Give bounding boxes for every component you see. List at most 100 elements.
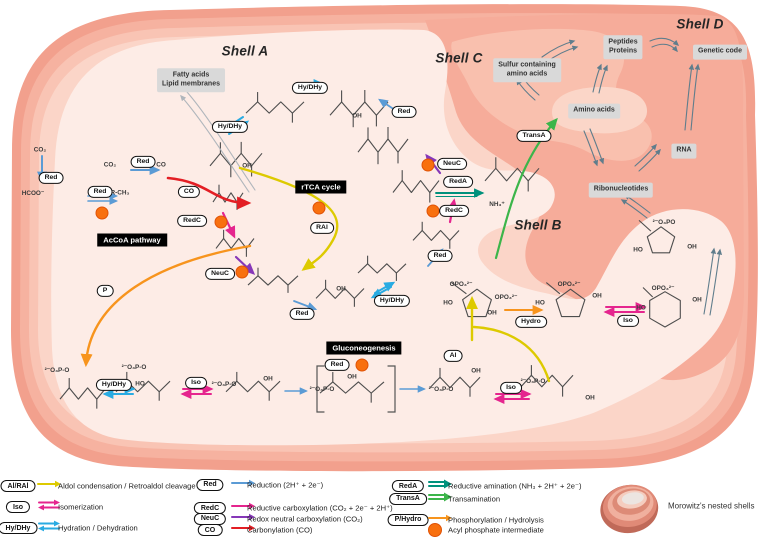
chem-label: OH [487,309,497,317]
chem-label: ²⁻O₃P-O [211,381,237,388]
chem-label: OH [592,292,602,300]
legend-text: Phosphorylation / Hydrolysis [448,515,544,524]
chem-label: OH [347,373,357,381]
reaction-pill-transa: TransA [516,129,552,143]
legend-text: Acyl phosphate intermediate [448,525,544,535]
legend-pill-p-hydro: P/Hydro [387,513,429,526]
legend-pill-co: CO [197,524,223,536]
legend-arrow-wrap [36,519,62,537]
reaction-pill-red: Red [289,307,315,321]
reaction-pill-red: Red [87,185,113,199]
chem-label: OPO₃²⁻ [449,281,473,288]
reaction-arrow [638,148,661,172]
molecule [642,287,681,328]
reaction-arrow [620,199,648,219]
legend-arrow-yellow [37,480,61,488]
chem-label: OH [242,162,252,170]
molecule [225,371,281,401]
reaction-arrow [80,244,252,368]
molecule [451,282,492,318]
reaction-arrow [186,91,256,191]
acyl-phosphate-dot [421,158,435,172]
reaction-pill-reda: RedA [443,175,473,189]
reaction-pill-neuc: NeuC [205,267,235,281]
legend-arrow-magenta [38,499,60,511]
legend-arrow-wrap [36,498,62,516]
shell-b-label: Shell B [514,217,562,233]
legend-arrow-wrap [230,499,256,517]
molecule [212,184,244,210]
legend-arrow-red [231,524,255,532]
reaction-pill-al: Al [443,349,463,363]
reaction-arrow [166,176,252,210]
reaction-pill-p: P [96,284,114,298]
reaction-pill-iso: Iso [617,314,639,328]
chem-label: R-CH₃ [110,189,130,197]
legend-arrow-wrap [230,476,256,494]
reaction-pill-iso: Iso [500,381,522,395]
reaction-arrow [316,365,325,413]
gray-box-line: Amino acids [573,106,615,114]
legend-arrow-orange [428,514,452,521]
gray-box-line: amino acids [506,70,548,77]
reaction-arrow [180,94,250,193]
molecule [412,221,460,249]
shell-c-label: Shell C [435,50,483,66]
chem-label: ²⁻O₃P-O [121,364,147,371]
reaction-pill-hy-dhy: Hy/DHy [211,120,249,134]
legend-pill-red: Red [196,478,224,491]
acyl-phosphate-dot [355,358,369,372]
reaction-arrow [238,166,339,271]
legend-arrow-wrap [427,511,453,529]
reaction-arrow [634,143,657,167]
reaction-pill-co: CO [177,185,201,199]
gray-box-peptides-proteins: Peptides Proteins [603,35,643,59]
chem-label: HO [135,380,145,388]
chem-label: ²⁻O₃P-O [44,367,70,374]
reaction-pill-red: Red [391,105,417,119]
chem-label: OH [471,367,481,375]
molecule [357,127,409,165]
reaction-arrow [589,128,605,165]
reaction-arrow [234,255,256,275]
reaction-pill-redc: RedC [177,214,207,228]
molecule [319,372,385,403]
acyl-phosphate-dot [312,201,326,215]
acyl-phosphate-dot [95,206,109,220]
molecule [545,282,586,318]
chem-label: OH [692,296,702,304]
molecule [392,170,440,203]
reaction-arrow [684,63,695,131]
legend-arrow-purple [231,513,255,520]
chem-label: ²⁻O₃P-O [309,386,335,393]
reaction-pill-redc: RedC [439,204,469,218]
reaction-arrow [592,63,602,93]
gray-box-line: RNA [676,146,692,154]
shell-a-label: Shell A [221,43,269,59]
legend-arrow-teal [428,479,452,489]
molecule [245,92,305,123]
chem-label: HO [636,304,646,312]
legend-pill-iso: Iso [5,501,31,513]
gray-box-amino-acids: Amino acids [568,103,620,119]
legend-text: Hydration / Dehydration [58,523,138,533]
legend-text: Isomerization [58,502,104,512]
molecule [329,90,389,128]
molecule [520,365,574,397]
reaction-arrow [516,78,536,101]
legend-text: Reductive carboxylation (CO₂ + 2e⁻ + 2H⁺… [247,503,393,513]
acyl-phosphate-dot [235,265,249,279]
legend-pill-neuc: NeuC [193,512,227,525]
reaction-arrow [709,248,723,316]
chem-label: HO [443,299,453,307]
molecule [315,279,365,307]
reaction-pill-hydro: Hydro [515,315,547,329]
reaction-pill-hy-dhy: Hy/DHy [95,378,133,392]
gray-box-ribonucleotides: Ribonucleotides [588,182,654,198]
legend-arrow-wrap [427,477,453,495]
reaction-pill-red: Red [130,155,156,169]
reaction-arrow [293,300,318,311]
reaction-pill-ral: RAl [310,221,334,235]
reaction-pill-hy-dhy: Hy/DHy [373,294,411,308]
